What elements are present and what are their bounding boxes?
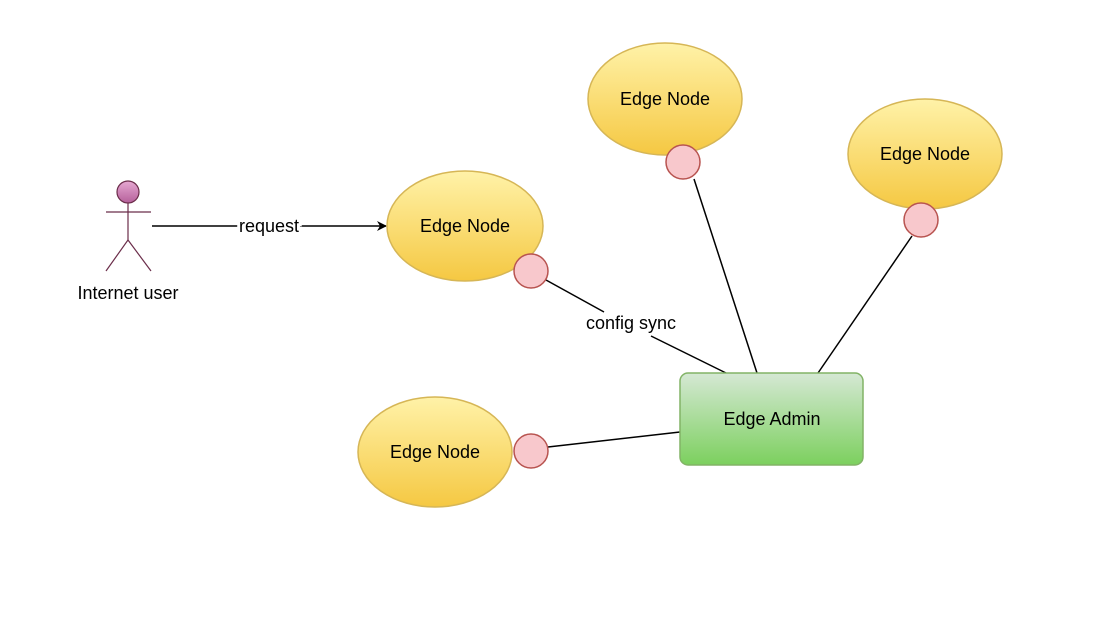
edge-node-center-label: Edge Node <box>420 216 510 236</box>
actor-left-leg <box>105 239 129 272</box>
connectors <box>152 178 913 448</box>
actor-right-leg <box>127 239 152 272</box>
edge-node-right[interactable]: Edge Node <box>847 98 1003 238</box>
edge-node-top-label: Edge Node <box>620 89 710 109</box>
config-sync-connector-b[interactable] <box>650 335 727 374</box>
right-node-connector[interactable] <box>817 235 913 374</box>
actor-head <box>116 180 140 204</box>
actor-label: Internet user <box>77 283 178 303</box>
config-sync-connector-a[interactable] <box>545 279 605 313</box>
config-sync-label: config sync <box>586 313 676 333</box>
edge-node-center-port[interactable] <box>513 253 549 289</box>
edge-node-bottom-port[interactable] <box>513 433 549 469</box>
edge-admin-shape <box>679 372 864 466</box>
edge-node-top-port[interactable] <box>665 144 701 180</box>
edge-node-bottom-shape <box>357 396 513 508</box>
edge-node-top[interactable]: Edge Node <box>587 42 743 180</box>
edge-admin-label: Edge Admin <box>723 409 820 429</box>
bottom-node-connector[interactable] <box>547 431 681 448</box>
edge-node-center[interactable]: Edge Node <box>386 170 549 289</box>
internet-user-actor[interactable]: Internet user <box>77 180 179 303</box>
request-label: request <box>239 216 299 236</box>
edge-node-center-shape <box>386 170 544 282</box>
top-node-connector[interactable] <box>693 178 758 374</box>
edge-admin[interactable]: Edge Admin <box>679 372 864 466</box>
edge-node-bottom-label: Edge Node <box>390 442 480 462</box>
edge-node-bottom[interactable]: Edge Node <box>357 396 549 508</box>
edge-node-top-shape <box>587 42 743 156</box>
edge-node-right-port[interactable] <box>903 202 939 238</box>
edge-node-right-label: Edge Node <box>880 144 970 164</box>
